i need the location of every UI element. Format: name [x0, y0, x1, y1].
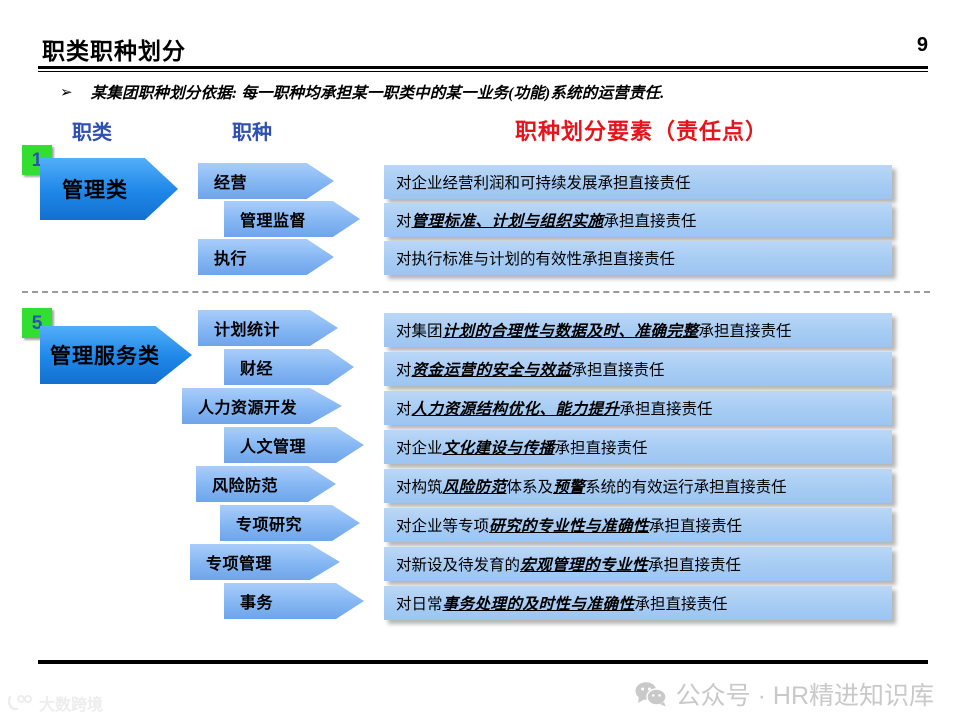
responsibility-text: 系统的有效运行承担直接责任: [585, 479, 787, 496]
family-arrow[interactable]: 执行: [198, 239, 334, 275]
family-arrow[interactable]: 经营: [198, 163, 334, 199]
responsibility-text: 对执行标准与计划的有效性承担直接责任: [396, 251, 676, 268]
responsibility-text: 对日常: [396, 596, 443, 613]
responsibility-text: 对新设及待发育的: [396, 557, 521, 574]
footer-divider: [38, 660, 928, 664]
family-arrow-label: 经营: [214, 175, 248, 192]
family-arrow[interactable]: 管理监督: [224, 201, 360, 237]
page-number: 9: [916, 34, 928, 56]
responsibility-bar: 对构筑风险防范体系及预警系统的有效运行承担直接责任: [384, 469, 892, 503]
family-arrow[interactable]: 风险防范: [196, 466, 336, 502]
family-arrow-label: 人文管理: [240, 439, 307, 456]
family-arrow[interactable]: 专项研究: [220, 505, 360, 541]
column-heading-family: 职种: [232, 122, 272, 144]
responsibility-text: 承担直接责任: [649, 518, 743, 535]
responsibility-text: 承担直接责任: [554, 440, 648, 457]
responsibility-text: 承担直接责任: [619, 401, 713, 418]
family-arrow-label: 专项管理: [206, 556, 273, 573]
responsibility-emphasis: 研究的专业性与准确性: [489, 518, 650, 535]
header-divider: [38, 66, 928, 72]
responsibility-emphasis: 风险防范: [442, 479, 507, 496]
responsibility-bar: 对企业文化建设与传播承担直接责任: [384, 430, 892, 464]
responsibility-text: 对企业等专项: [396, 518, 490, 535]
responsibility-text: 承担直接责任: [698, 323, 792, 340]
family-arrow[interactable]: 专项管理: [190, 544, 340, 580]
family-arrow[interactable]: 事务: [224, 583, 364, 619]
responsibility-text: 对: [396, 362, 412, 379]
bullet-arrow-icon: ➢: [60, 82, 73, 101]
responsibility-text: 承担直接责任: [603, 213, 697, 230]
responsibility-text: 对企业经营利润和可持续发展承担直接责任: [396, 175, 691, 192]
footer-wechat: 公众号 · HR精进知识库: [635, 676, 934, 712]
page-title: 职类职种划分: [42, 39, 186, 64]
footer-brand: 大数跨境: [8, 691, 103, 715]
lead-bullet-text: 某集团职种划分依据: 每一职种均承担某一职类中的某一业务(功能)系统的运营责任.: [90, 85, 665, 102]
responsibility-text: 承担直接责任: [648, 557, 742, 574]
family-arrow-label: 事务: [240, 595, 274, 612]
column-heading-elements: 职种划分要素（责任点）: [515, 119, 769, 144]
family-arrow-label: 管理监督: [240, 213, 307, 230]
column-heading-category: 职类: [72, 122, 112, 144]
family-arrow[interactable]: 人文管理: [224, 427, 364, 463]
responsibility-text: 对集团: [396, 323, 443, 340]
responsibility-bar: 对集团计划的合理性与数据及时、准确完整承担直接责任: [384, 313, 892, 347]
responsibility-text: 体系及: [506, 479, 554, 496]
responsibility-bar: 对新设及待发育的宏观管理的专业性承担直接责任: [384, 547, 892, 581]
responsibility-emphasis: 人力资源结构优化、能力提升: [411, 401, 620, 418]
responsibility-emphasis: 计划的合理性与数据及时、准确完整: [442, 323, 699, 340]
responsibility-emphasis: 资金运营的安全与效益: [411, 362, 572, 379]
family-arrow-label: 执行: [214, 251, 248, 268]
family-arrow[interactable]: 计划统计: [198, 310, 338, 346]
responsibility-text: 承担直接责任: [634, 596, 728, 613]
wechat-icon: [635, 682, 667, 707]
slide-header: 职类职种划分 9: [38, 32, 928, 72]
family-arrow-label: 财经: [240, 361, 274, 378]
family-arrow[interactable]: 财经: [224, 349, 354, 385]
category-arrow-label: 管理服务类: [50, 344, 160, 368]
responsibility-text: 对: [396, 213, 412, 230]
family-arrow-label: 计划统计: [214, 322, 281, 339]
responsibility-bar: 对人力资源结构优化、能力提升承担直接责任: [384, 391, 892, 425]
footer-wechat-label: 公众号 · HR精进知识库: [675, 682, 934, 710]
responsibility-bar: 对日常事务处理的及时性与准确性承担直接责任: [384, 586, 892, 620]
responsibility-text: 承担直接责任: [571, 362, 665, 379]
lead-bullet: ➢ 某集团职种划分依据: 每一职种均承担某一职类中的某一业务(功能)系统的运营责…: [60, 80, 940, 104]
section-divider: [22, 291, 930, 293]
responsibility-bar: 对企业等专项研究的专业性与准确性承担直接责任: [384, 508, 892, 542]
responsibility-text: 对构筑: [396, 479, 443, 496]
family-arrow-label: 专项研究: [236, 517, 303, 534]
responsibility-text: 对企业: [396, 440, 443, 457]
category-arrow[interactable]: 管理类: [40, 158, 178, 220]
responsibility-text: 对: [396, 401, 412, 418]
responsibility-emphasis: 宏观管理的专业性: [520, 557, 649, 574]
responsibility-emphasis: 预警: [553, 479, 586, 496]
brand-logo-icon: [8, 695, 32, 711]
responsibility-emphasis: 管理标准、计划与组织实施: [411, 213, 604, 230]
category-arrow[interactable]: 管理服务类: [40, 326, 192, 384]
responsibility-emphasis: 文化建设与传播: [442, 440, 555, 457]
responsibility-bar: 对企业经营利润和可持续发展承担直接责任: [384, 165, 892, 199]
responsibility-bar: 对资金运营的安全与效益承担直接责任: [384, 352, 892, 386]
footer-brand-label: 大数跨境: [39, 697, 104, 714]
family-arrow-label: 风险防范: [212, 478, 279, 495]
category-arrow-label: 管理类: [62, 178, 128, 202]
responsibility-emphasis: 事务处理的及时性与准确性: [442, 596, 635, 613]
responsibility-bar: 对管理标准、计划与组织实施承担直接责任: [384, 203, 892, 237]
responsibility-bar: 对执行标准与计划的有效性承担直接责任: [384, 241, 892, 275]
family-arrow[interactable]: 人力资源开发: [182, 388, 342, 424]
family-arrow-label: 人力资源开发: [198, 400, 298, 417]
